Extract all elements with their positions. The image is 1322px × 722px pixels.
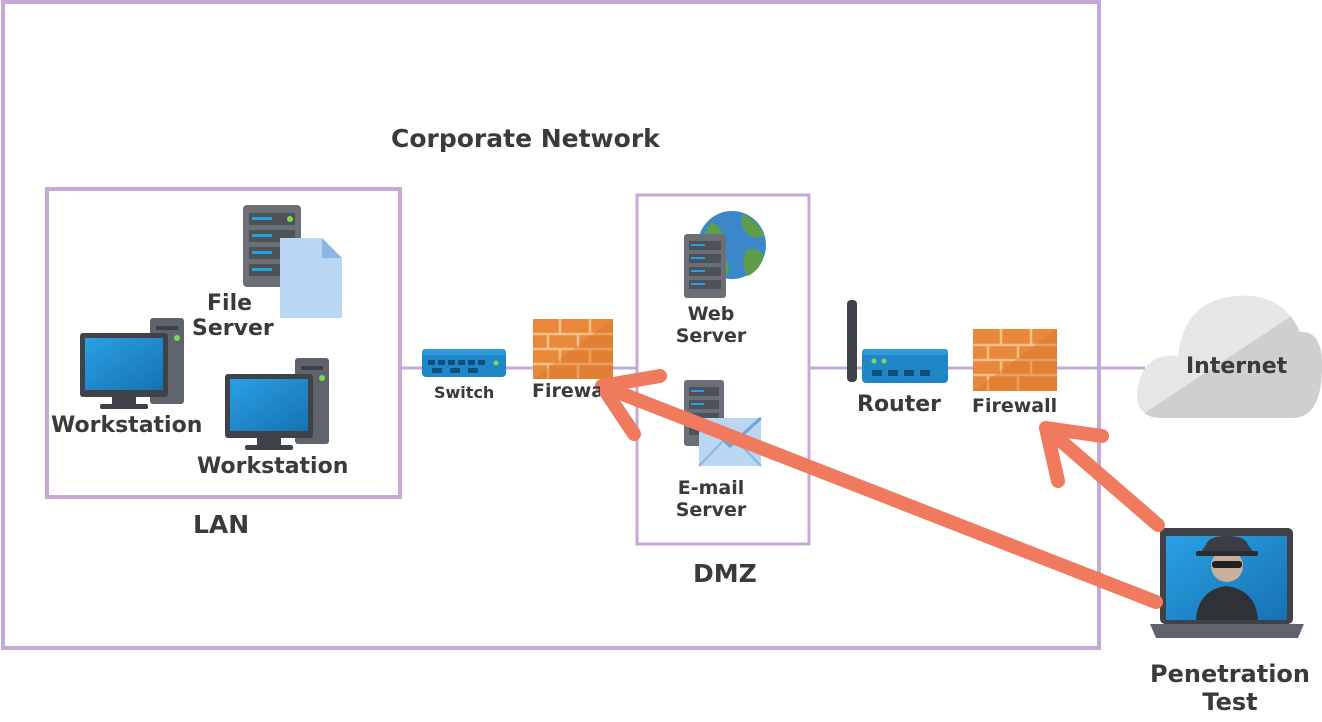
switch-icon [422,349,506,377]
diagram-title: Corporate Network [391,124,660,153]
workstation-1-label: Workstation [51,413,203,438]
cloud-icon [1137,295,1322,419]
workstation-icon [225,358,329,450]
email-server-label: E-mail Server [675,477,747,521]
corporate-network-boundary [1,0,1101,650]
attack-arrow-inner-head [595,369,667,441]
internet-label: Internet [1186,354,1288,379]
workstation-2-label: Workstation [197,454,349,479]
lan-zone-box [45,187,402,499]
switch-label: Switch [434,383,495,402]
file-server-label: File Server [192,291,274,342]
lan-zone-label: LAN [193,510,250,539]
attack-arrow-outer-head [1039,421,1109,488]
router-icon [847,300,948,383]
attack-arrow-inner [595,379,1163,609]
dmz-zone-label: DMZ [693,559,757,588]
attack-arrow-outer [1039,421,1165,532]
web-server-label: Web Server [675,303,747,347]
web-server-icon [684,211,766,298]
firewall-icon [533,319,613,379]
penetration-test-label: Penetration Test [1149,660,1310,716]
workstation-icon [80,318,184,409]
outer-firewall-label: Firewall [972,395,1058,417]
attack-arrows [595,369,1165,609]
inner-firewall-label: Firewall [532,381,600,402]
router-label: Router [857,392,942,417]
firewall-icon [973,329,1057,391]
file-server-icon [243,205,342,318]
hacker-laptop-icon [1150,528,1304,638]
